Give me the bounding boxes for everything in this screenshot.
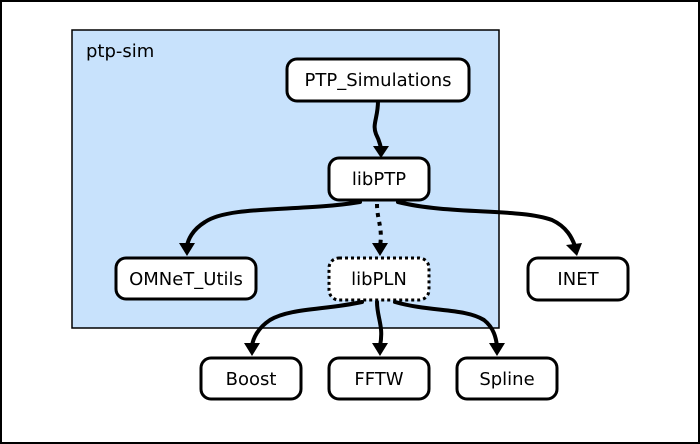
node-box <box>526 256 630 302</box>
edge-path <box>393 300 499 348</box>
node-libptp[interactable]: libPTP <box>327 156 431 202</box>
nodes-layer: PTP_Simulations libPTP OMNeT_Utils libPL… <box>114 57 630 401</box>
node-ptp-simulations[interactable]: PTP_Simulations <box>285 57 471 103</box>
node-boost[interactable]: Boost <box>199 356 303 401</box>
node-box <box>327 356 431 401</box>
edge-path <box>375 203 383 247</box>
node-label: Spline <box>479 369 534 390</box>
node-label: PTP_Simulations <box>305 70 452 91</box>
node-box <box>327 156 431 202</box>
edge-libpln-to-boost <box>244 300 364 356</box>
arrowhead <box>372 343 388 356</box>
arrowhead <box>489 343 505 356</box>
edge-libpln-to-fftw <box>372 300 388 356</box>
edge-libpln-to-spline <box>393 300 505 356</box>
node-libpln[interactable]: libPLN <box>327 256 431 302</box>
edge-path <box>250 300 364 348</box>
arrowhead <box>244 343 260 356</box>
cluster-label: ptp-sim <box>86 41 154 62</box>
arrowhead <box>566 243 582 256</box>
arrowhead <box>372 243 388 256</box>
node-box <box>199 356 303 401</box>
edge-ptp-simulations-to-libptp <box>372 99 389 158</box>
edge-path <box>185 200 362 248</box>
node-label: Boost <box>226 369 277 390</box>
node-spline[interactable]: Spline <box>455 356 559 401</box>
node-box <box>285 57 471 103</box>
node-inet[interactable]: INET <box>526 256 630 302</box>
edge-libptp-to-inet <box>396 200 582 256</box>
arrowhead <box>373 146 389 158</box>
node-omnet-utils[interactable]: OMNeT_Utils <box>114 256 258 301</box>
node-box <box>455 356 559 401</box>
edge-path <box>396 200 577 248</box>
node-box <box>327 256 431 302</box>
edges-layer <box>179 99 582 356</box>
arrowhead <box>179 243 195 256</box>
node-label: FFTW <box>354 369 403 390</box>
node-label: libPTP <box>352 169 406 190</box>
node-label: OMNeT_Utils <box>129 269 243 290</box>
node-label: INET <box>557 269 599 290</box>
edge-libptp-to-libpln <box>372 203 388 256</box>
edge-libptp-to-omnet-utils <box>179 200 362 256</box>
node-fftw[interactable]: FFTW <box>327 356 431 401</box>
node-label: libPLN <box>351 269 407 290</box>
node-box <box>114 256 258 301</box>
edge-path <box>375 300 384 348</box>
